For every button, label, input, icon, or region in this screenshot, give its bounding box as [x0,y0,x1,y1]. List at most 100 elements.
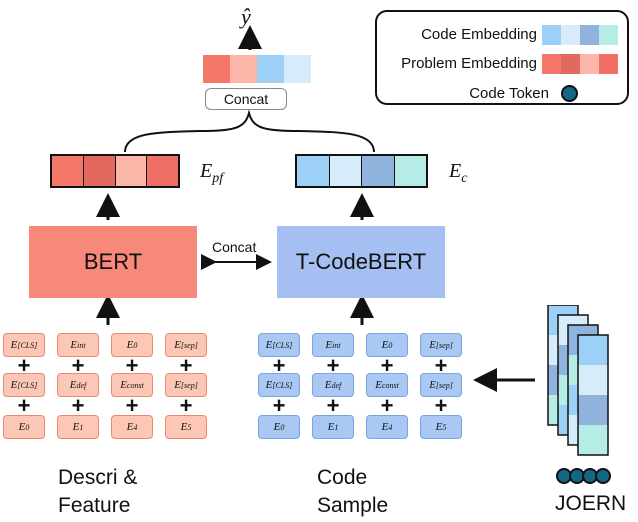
left-caption-line1: Descri & [58,466,138,489]
code-token-base: E [265,379,273,391]
joern-code-token-icon [569,468,585,484]
e-c-cell-2 [362,156,395,186]
code-token-base: E [435,421,443,433]
output-cell-2 [257,55,284,83]
joern-code-token-icon [595,468,611,484]
e-c-label: Ec [449,160,468,186]
joern-card-segment [578,395,608,425]
joern-code-token-icon [556,468,572,484]
problem-token-base: E [126,339,134,351]
code-token-0-1: E[CLS] [258,373,300,397]
code-token-icon [561,85,578,102]
legend-problem-cell-2 [580,54,599,74]
problem-token-sub: 5 [187,422,192,432]
joern-code-token-icon [582,468,598,484]
code-token-sub: [CLS] [272,380,293,390]
problem-plus-3-1: + [179,393,193,418]
joern-card-segment [578,365,608,395]
problem-token-base: E [180,421,188,433]
problem-token-base: E [10,379,18,391]
problem-token-sub: def [76,380,87,390]
output-y-hat: ŷ [241,4,251,29]
problem-token-0-1: E[CLS] [3,373,45,397]
joern-card-segment [578,425,608,455]
e-pf-label: Epf [200,160,224,186]
bert-model-box: BERT [29,226,197,298]
code-plus-2-1: + [380,393,394,418]
code-token-sub: 5 [442,422,447,432]
code-plus-0-1: + [272,393,286,418]
e-pf-cell-1 [83,156,116,186]
left-caption-line2: Feature [58,494,131,517]
joern-card-segment [578,335,608,365]
legend-problem-cell-0 [542,54,561,74]
problem-token-base: E [174,379,181,391]
problem-token-base: E [10,339,18,351]
problem-token-sub: [CLS] [17,380,38,390]
e-pf-cell-3 [147,156,178,186]
problem-token-base: E [70,339,78,351]
problem-token-sub: 1 [79,422,84,432]
e-pf-bar [50,154,180,188]
code-token-sub: 1 [334,422,339,432]
problem-token-sub: 0 [25,422,30,432]
code-plus-2-0: + [380,353,394,378]
mid-caption-line1: Code [317,466,368,489]
problem-token-sub: [sep] [180,340,198,350]
legend: Code Embedding Problem Embedding Code To… [375,10,629,105]
code-token-base: E [375,379,382,391]
code-token-base: E [429,339,436,351]
problem-plus-2-1: + [125,393,139,418]
problem-token-sub: 0 [133,340,138,350]
e-pf-cell-2 [115,156,148,186]
code-token-base: E [325,339,333,351]
code-token-base: E [265,339,273,351]
output-cell-1 [230,55,257,83]
legend-problem-embedding-label: Problem Embedding [401,55,537,72]
legend-problem-strip [542,54,618,74]
problem-token-3-1: E[sep] [165,373,207,397]
problem-token-base: E [174,339,181,351]
code-token-sub: [sep] [435,380,453,390]
problem-token-base: E [69,379,77,391]
code-plus-3-1: + [434,393,448,418]
e-c-cell-1 [329,156,362,186]
legend-code-cell-2 [580,25,599,45]
legend-problem-cell-3 [599,54,618,74]
legend-code-cell-1 [561,25,580,45]
code-token-sub: const [381,380,399,390]
joern-card-3 [577,334,609,456]
problem-plus-2-0: + [125,353,139,378]
mid-caption: Code Sample [317,464,388,520]
code-token-sub: 0 [280,422,285,432]
concat-mid-label: Concat [212,239,257,255]
tcodebert-model-box: T-CodeBERT [277,226,445,298]
concat-top-label: Concat [205,88,287,110]
e-c-cell-0 [297,156,330,186]
problem-token-sub: [sep] [180,380,198,390]
legend-code-strip [542,25,618,45]
code-plus-1-1: + [326,393,340,418]
joern-card-border [577,334,609,456]
output-cell-0 [203,55,230,83]
legend-code-token-label: Code Token [469,85,549,102]
code-token-sub: [CLS] [272,340,293,350]
problem-token-sub: 4 [133,422,138,432]
code-token-base: E [273,421,281,433]
problem-token-3-0: E[sep] [165,333,207,357]
problem-plus-0-1: + [17,393,31,418]
code-token-sub: def [331,380,342,390]
left-caption: Descri & Feature [58,464,137,520]
